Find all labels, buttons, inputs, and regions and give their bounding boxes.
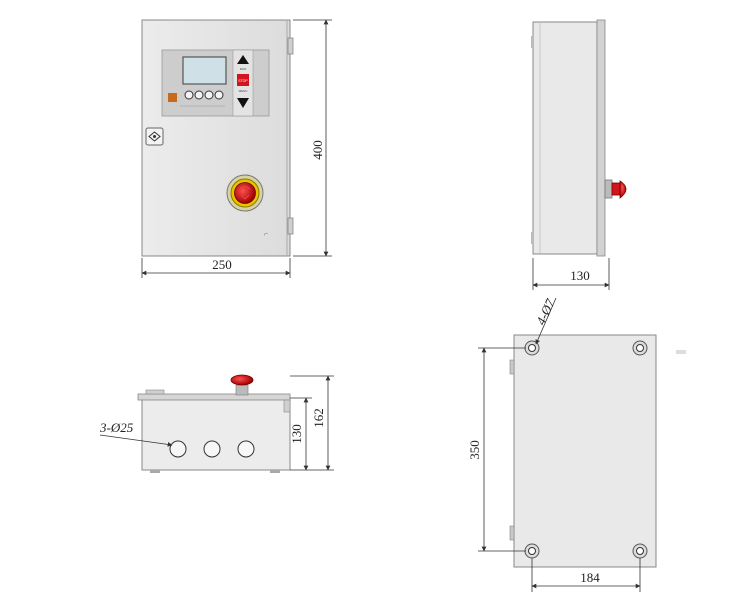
back-width-label: 184 — [580, 570, 600, 585]
bottom-hinge — [287, 217, 294, 235]
panel-key-2 — [194, 90, 204, 100]
front-width-label: 250 — [212, 257, 232, 272]
stop-button-label: STOP — [238, 79, 248, 83]
front-view: RUN STOP MENU ⌐ 250 400 — [141, 19, 332, 278]
back-hole-label: 4-Ø7 — [533, 296, 558, 327]
side-depth-label: 130 — [570, 268, 590, 283]
panel-key-3 — [204, 90, 214, 100]
stop-button — [237, 74, 249, 86]
up-arrow-icon — [237, 55, 249, 64]
bottom-hole-label: 3-Ø25 — [99, 420, 134, 435]
emergency-stop-icon — [226, 174, 264, 212]
bottom-emergency-stop-icon — [230, 374, 254, 396]
back-view: 4-Ø7 350 184 — [467, 296, 686, 592]
lcd-screen — [182, 56, 227, 85]
back-height-label: 350 — [467, 440, 482, 460]
side-emergency-stop-icon — [604, 179, 627, 199]
down-button-caption: MENU — [239, 89, 248, 93]
cable-hole-3 — [237, 440, 255, 458]
door-lock-icon — [145, 127, 164, 146]
mount-hole-bottom-right — [632, 543, 648, 559]
mount-hole-bottom-left — [524, 543, 540, 559]
top-hinge — [287, 37, 294, 55]
svg-text:⌐: ⌐ — [264, 231, 268, 238]
control-panel: RUN STOP MENU — [161, 49, 270, 117]
up-button-caption: RUN — [240, 67, 247, 71]
panel-key-1 — [184, 90, 194, 100]
bottom-view: 3-Ø25 130 162 — [99, 374, 334, 473]
mount-hole-top-left — [524, 340, 540, 356]
down-arrow-icon — [237, 98, 249, 108]
cable-hole-2 — [203, 440, 221, 458]
mount-hole-top-right — [632, 340, 648, 356]
bottom-total-height-label: 162 — [311, 408, 326, 428]
bottom-cabinet-body — [141, 397, 291, 471]
side-view: 130 — [531, 19, 627, 290]
brand-logo — [168, 93, 177, 102]
bottom-inner-height-label: 130 — [289, 424, 304, 444]
back-cabinet-body — [513, 334, 657, 568]
front-height-label: 400 — [310, 140, 325, 160]
cable-hole-1 — [169, 440, 187, 458]
side-cabinet-body — [532, 21, 598, 255]
panel-key-4 — [214, 90, 224, 100]
